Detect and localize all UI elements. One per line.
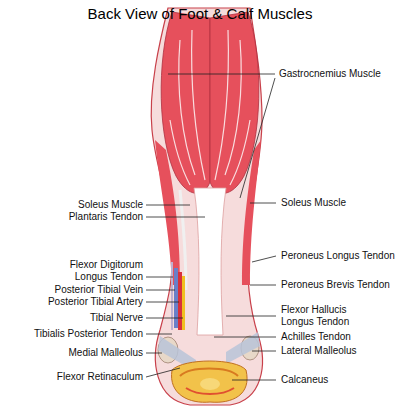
part-label: Lateral Malleolus	[281, 345, 391, 357]
title: Back View of Foot & Calf Muscles	[0, 5, 400, 23]
part-label: Posterior Tibial Artery	[13, 296, 143, 308]
part-label: Medial Malleolus	[13, 347, 143, 359]
part-label: Soleus Muscle	[13, 199, 143, 211]
part-label: Peroneus Longus Tendon	[281, 250, 397, 262]
part-label: Achilles Tendon	[281, 331, 391, 343]
part-label: Plantaris Tendon	[13, 211, 143, 223]
leader-lines	[146, 74, 276, 380]
part-label: Tibial Nerve	[13, 312, 143, 324]
part-label: Flexor Retinaculum	[13, 371, 143, 383]
part-label: Flexor Digitorum Longus Tendon	[43, 259, 143, 283]
part-label: Tibialis Posterior Tendon	[13, 328, 143, 340]
part-label: Flexor Hallucis Longus Tendon	[281, 304, 376, 328]
part-label: Gastrocnemius Muscle	[279, 68, 394, 80]
part-label: Peroneus Brevis Tendon	[281, 279, 397, 291]
part-label: Soleus Muscle	[281, 197, 391, 209]
part-label: Calcaneus	[281, 374, 391, 386]
part-label: Posterior Tibial Vein	[13, 284, 143, 296]
